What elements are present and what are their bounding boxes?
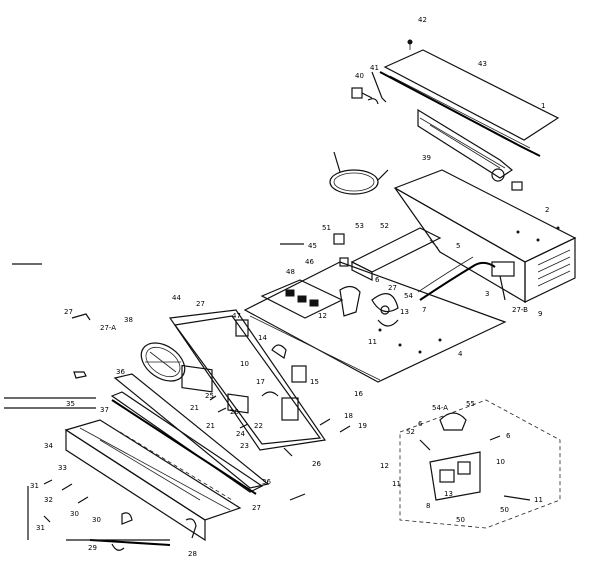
label-10: 10 — [240, 360, 249, 368]
label-6: 6 — [375, 276, 380, 284]
label-34: 34 — [44, 442, 53, 450]
label-36: 36 — [116, 368, 125, 376]
label-24: 24 — [236, 430, 245, 438]
door-handle-bar — [110, 373, 270, 495]
top-cover-panel — [379, 39, 560, 157]
control-board — [260, 233, 361, 319]
label-46: 46 — [305, 258, 314, 266]
label-8: 8 — [426, 502, 430, 510]
label-29: 29 — [88, 544, 97, 552]
label-4: 4 — [458, 350, 463, 358]
label-12: 12 — [318, 312, 327, 320]
label-23: 23 — [240, 442, 249, 450]
bracket-parts-40-41 — [351, 71, 387, 105]
power-cord-loop — [329, 151, 389, 195]
channel-piece — [350, 227, 442, 281]
label-1: 1 — [541, 102, 545, 110]
front-control-panel — [168, 309, 327, 451]
label-21: 21 — [190, 404, 199, 412]
label-50b: 50 — [500, 506, 509, 514]
label-7: 7 — [422, 306, 426, 314]
label-52: 52 — [380, 222, 389, 230]
label-42: 42 — [418, 16, 427, 24]
label-36b: 36 — [262, 478, 271, 486]
label-26: 26 — [312, 460, 321, 468]
label-55: 55 — [466, 400, 475, 408]
label-2: 2 — [545, 206, 549, 214]
label-27-far-left: 27 — [64, 308, 73, 316]
front-trim-panel — [64, 419, 242, 542]
label-39: 39 — [422, 154, 431, 162]
label-11c: 11 — [534, 496, 543, 504]
label-12b: 12 — [380, 462, 389, 470]
label-9: 9 — [538, 310, 542, 318]
label-3: 3 — [485, 290, 489, 298]
base-plate — [243, 261, 507, 383]
label-27-bottom: 27 — [252, 504, 261, 512]
label-53: 53 — [355, 222, 364, 230]
label-40: 40 — [355, 72, 364, 80]
label-15: 15 — [310, 378, 319, 386]
label-31b: 31 — [36, 524, 45, 532]
label-27-b: 27-B — [512, 306, 528, 314]
label-25: 25 — [205, 392, 214, 400]
label-5: 5 — [456, 242, 460, 250]
label-44: 44 — [172, 294, 181, 302]
label-54-a: 54-A — [432, 404, 448, 412]
flex-duct — [417, 256, 515, 301]
label-54: 54 — [404, 292, 413, 300]
clock-dial — [140, 342, 186, 382]
label-48: 48 — [286, 268, 295, 276]
label-50: 50 — [456, 516, 465, 524]
bottom-bracket — [89, 539, 171, 551]
label-43: 43 — [478, 60, 487, 68]
main-housing — [393, 169, 577, 304]
label-32: 32 — [44, 496, 53, 504]
label-45: 45 — [308, 242, 317, 250]
label-47: 47 — [232, 312, 241, 320]
label-19: 19 — [358, 422, 367, 430]
label-10b: 10 — [496, 458, 505, 466]
fan-assembly — [371, 293, 399, 327]
label-31: 31 — [30, 482, 39, 490]
label-21b: 21 — [206, 422, 215, 430]
label-11b: 11 — [392, 480, 401, 488]
label-35: 35 — [66, 400, 75, 408]
label-30: 30 — [70, 510, 79, 518]
label-14: 14 — [258, 334, 267, 342]
label-18: 18 — [344, 412, 353, 420]
label-13: 13 — [400, 308, 409, 316]
label-27-top: 27 — [388, 284, 397, 292]
leader-lines — [4, 243, 306, 541]
label-22: 22 — [254, 422, 263, 430]
label-6b: 6 — [418, 420, 423, 428]
label-51: 51 — [322, 224, 331, 232]
screws-clips — [27, 313, 351, 540]
label-37: 37 — [100, 406, 109, 414]
label-13b: 13 — [444, 490, 453, 498]
label-41: 41 — [370, 64, 379, 72]
label-30b: 30 — [92, 516, 101, 524]
label-11: 11 — [368, 338, 377, 346]
inset-detail — [399, 399, 561, 529]
label-17: 17 — [256, 378, 265, 386]
label-28: 28 — [188, 550, 197, 558]
label-27-left: 27 — [196, 300, 205, 308]
label-16: 16 — [354, 390, 363, 398]
label-6c: 6 — [506, 432, 511, 440]
part-number-labels: 42 43 40 41 1 39 2 51 53 52 45 46 48 6 5… — [30, 16, 549, 558]
label-52b: 52 — [406, 428, 415, 436]
label-20: 20 — [230, 408, 239, 416]
trim-strip — [417, 108, 523, 191]
label-33: 33 — [58, 464, 67, 472]
label-27-a: 27-A — [100, 324, 116, 332]
label-38: 38 — [124, 316, 133, 324]
